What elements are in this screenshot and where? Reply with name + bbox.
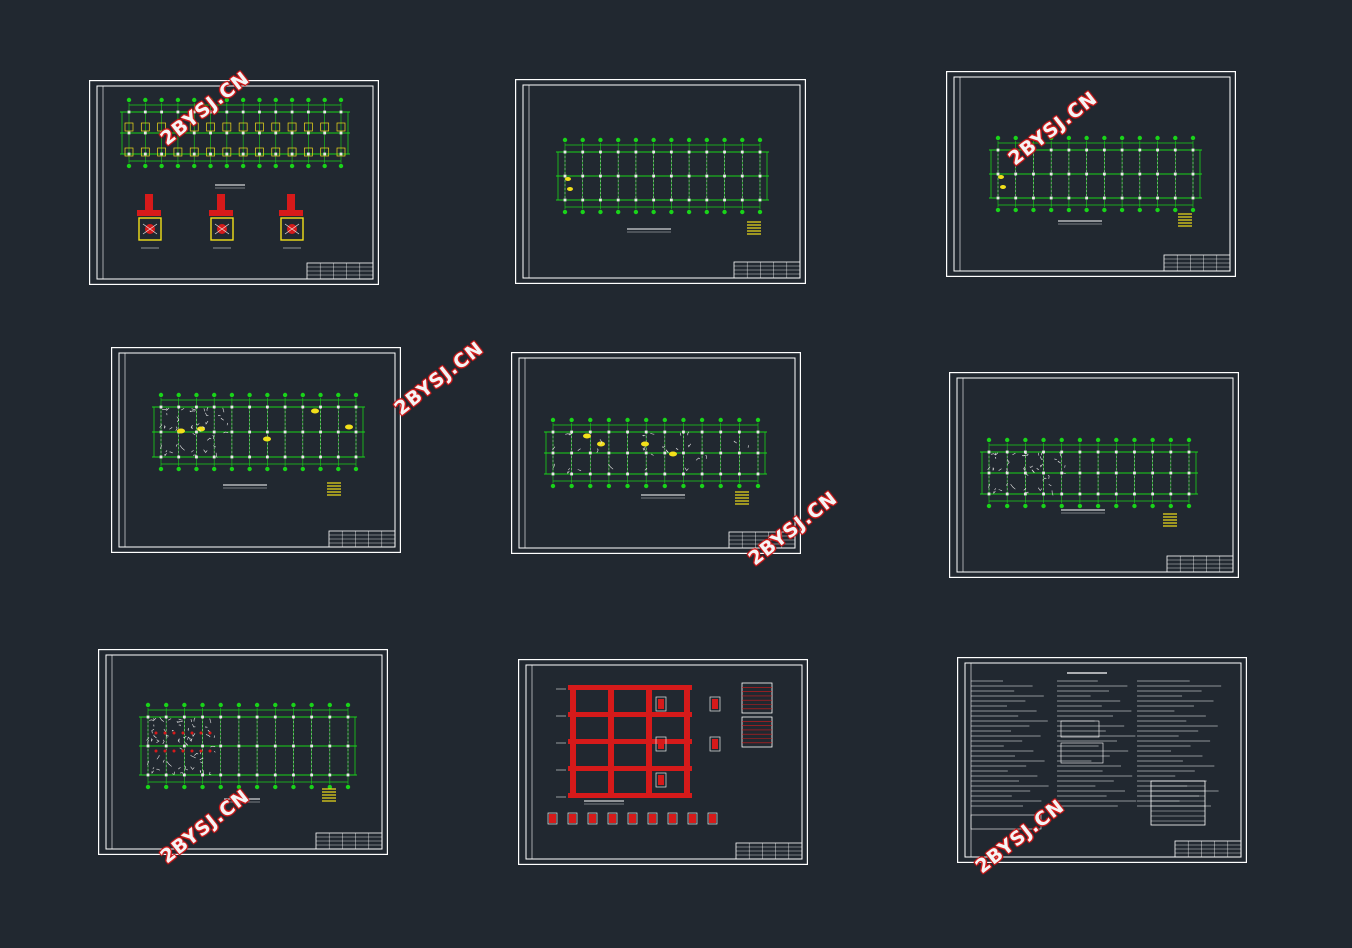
structural-grid (544, 417, 767, 489)
notes-text-block (970, 672, 1222, 830)
drawing-sheet-4[interactable] (111, 347, 401, 553)
frame-elevation (556, 685, 692, 798)
structural-grid (139, 702, 357, 790)
structural-grid (120, 97, 350, 169)
footing-detail (209, 194, 234, 249)
drawing-sheet-2[interactable] (515, 79, 806, 284)
footing-detail (137, 194, 162, 249)
structural-grid (556, 137, 769, 215)
drawing-sheet-7[interactable] (98, 649, 388, 855)
structural-grid (980, 437, 1198, 509)
drawing-sheet-8[interactable] (518, 659, 808, 865)
drawing-sheet-1[interactable] (89, 80, 379, 285)
footing-detail (279, 194, 304, 249)
drawing-sheet-3[interactable] (946, 71, 1236, 277)
drawing-sheet-9[interactable] (957, 657, 1247, 863)
watermark-3: 2BYSJ.CN (390, 337, 488, 420)
structural-grid (989, 135, 1202, 213)
structural-grid (152, 392, 365, 472)
drawing-sheet-6[interactable] (949, 372, 1239, 578)
drawing-sheet-5[interactable] (511, 352, 801, 554)
